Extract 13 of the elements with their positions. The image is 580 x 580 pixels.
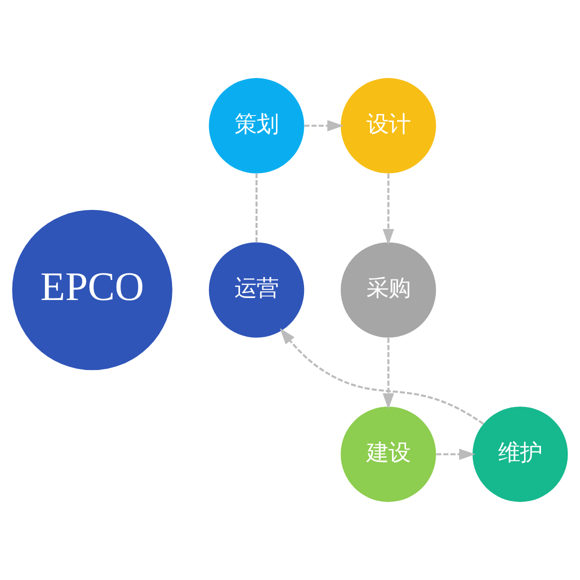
node-circle: 维护 [472,406,568,502]
node-circle: 策划 [208,78,304,174]
arrow [382,338,394,410]
arrow [382,174,394,246]
node-circle: 设计 [340,78,436,174]
arrow [436,448,476,460]
connector [256,174,258,242]
node-circle: EPCO [12,210,172,370]
node-circle: 建设 [340,406,436,502]
arrow [304,120,344,132]
node-circle: 运营 [208,242,304,338]
node-circle: 采购 [340,242,436,338]
arrow [280,328,484,425]
